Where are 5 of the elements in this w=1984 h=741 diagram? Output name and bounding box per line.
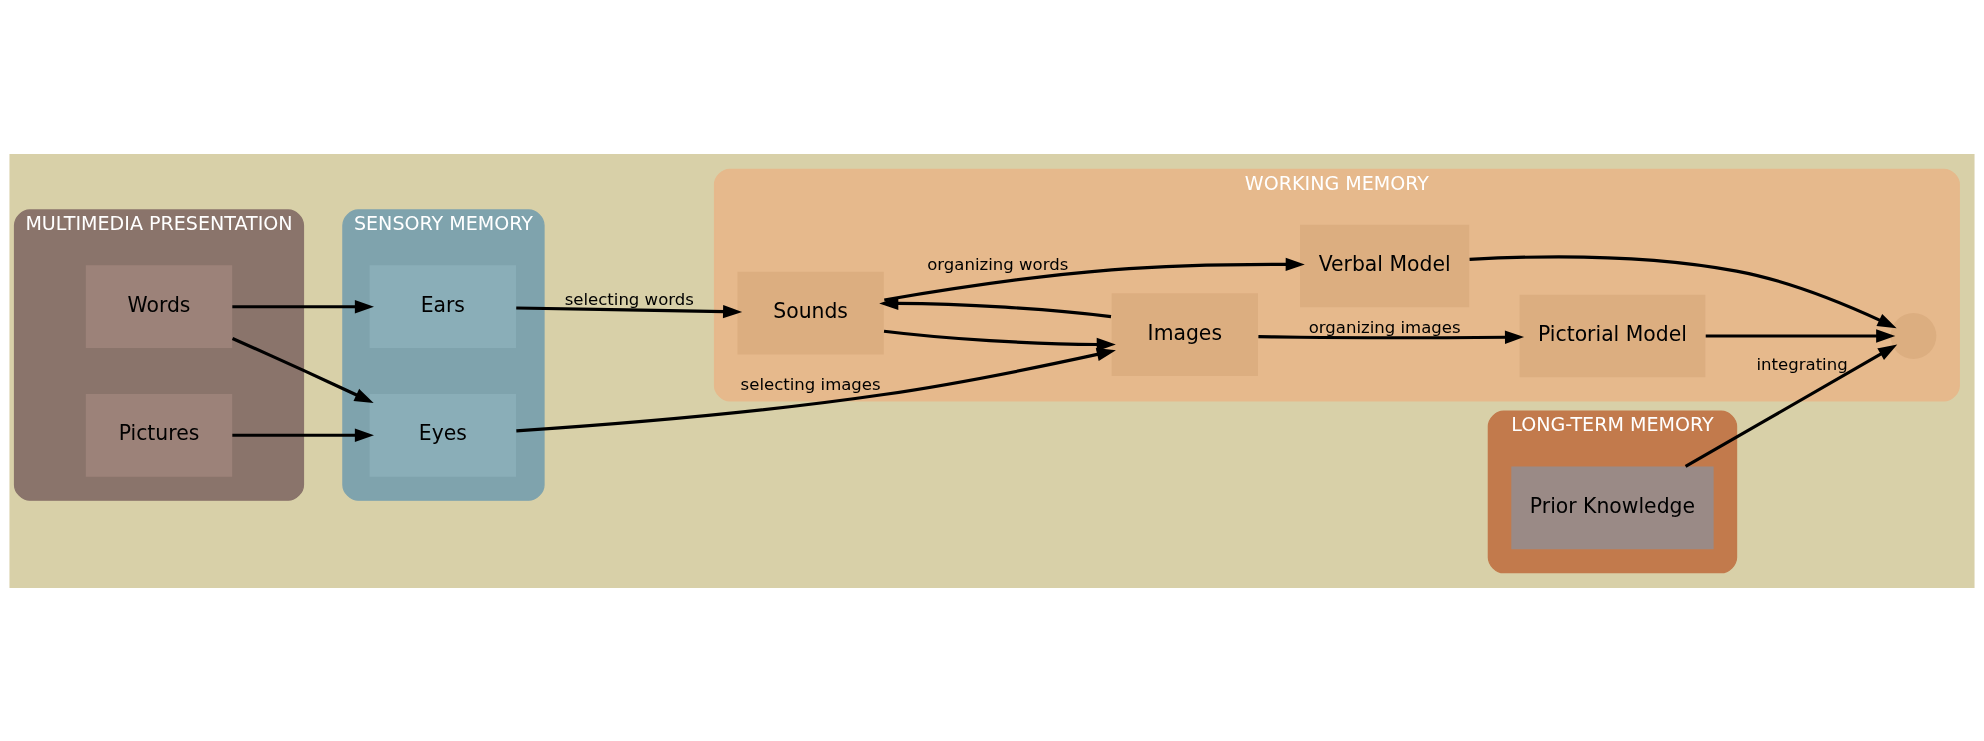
edge-label: integrating	[1756, 354, 1848, 374]
edge-label: selecting images	[740, 374, 881, 394]
edge-label: organizing words	[927, 254, 1069, 274]
edge-label: organizing images	[1308, 317, 1461, 337]
edge-label: selecting words	[564, 289, 694, 309]
